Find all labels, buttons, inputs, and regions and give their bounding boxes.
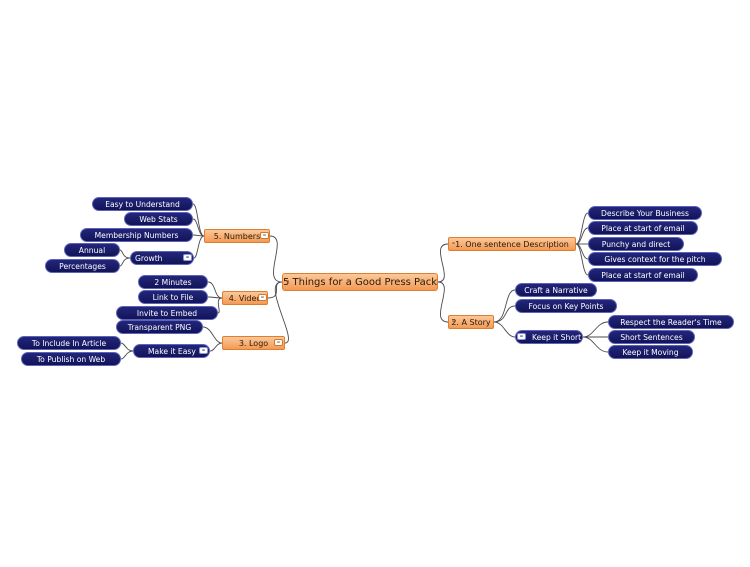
subtopic-label: Keep it Moving	[622, 347, 679, 357]
minus-icon: –	[285, 277, 290, 285]
collapse-toggle-keep-it-short[interactable]: –	[517, 333, 526, 340]
central-topic[interactable]: 5 Things for a Good Press Pack	[282, 273, 438, 291]
subtopic-label: Percentages	[59, 261, 106, 271]
subtopic-label: Place at start of email	[601, 223, 685, 233]
minus-icon: –	[201, 346, 206, 354]
subtopic-place-at-start-of-email-1[interactable]: Place at start of email	[588, 221, 698, 235]
collapse-toggle-central[interactable]: –	[284, 278, 291, 285]
subtopic-keep-it-short[interactable]: Keep it Short	[515, 330, 583, 344]
collapse-toggle-logo[interactable]: –	[274, 339, 283, 346]
subtopic-craft-a-narrative[interactable]: Craft a Narrative	[515, 283, 597, 297]
minus-icon: –	[451, 239, 456, 247]
subtopic-label: To Publish on Web	[36, 354, 106, 364]
subtopic-label: Short Sentences	[620, 332, 683, 342]
subtopic-label: Membership Numbers	[94, 230, 179, 240]
topic-description-label: 1. One sentence Description	[455, 239, 569, 249]
subtopic-label: Place at start of email	[601, 270, 685, 280]
topic-numbers[interactable]: 5. Numbers	[204, 229, 270, 243]
minus-icon: –	[276, 338, 281, 346]
topic-logo[interactable]: 3. Logo	[222, 336, 285, 350]
subtopic-label: Easy to Understand	[105, 199, 180, 209]
minus-icon: –	[519, 332, 524, 340]
subtopic-label: Invite to Embed	[136, 308, 198, 318]
subtopic-label: Growth	[135, 253, 163, 263]
subtopic-transparent-png[interactable]: Transparent PNG	[116, 320, 203, 334]
topic-description[interactable]: 1. One sentence Description	[448, 237, 576, 251]
collapse-toggle-description[interactable]: –	[450, 240, 457, 247]
topic-video[interactable]: 4. Video	[222, 291, 268, 305]
subtopic-label: To Include In Article	[31, 338, 107, 348]
topic-story[interactable]: 2. A Story	[448, 315, 494, 329]
subtopic-label: Annual	[78, 245, 106, 255]
subtopic-growth[interactable]: Growth	[130, 251, 194, 265]
subtopic-web-stats[interactable]: Web Stats	[124, 212, 193, 226]
subtopic-percentages[interactable]: Percentages	[45, 259, 120, 273]
topic-video-label: 4. Video	[228, 293, 262, 303]
subtopic-keep-it-moving[interactable]: Keep it Moving	[608, 345, 693, 359]
collapse-toggle-video[interactable]: –	[258, 294, 267, 301]
subtopic-to-publish-on-web[interactable]: To Publish on Web	[21, 352, 121, 366]
subtopic-label: Describe Your Business	[601, 208, 689, 218]
link-central-story	[437, 281, 449, 323]
subtopic-label: Respect the Reader's Time	[620, 317, 722, 327]
subtopic-place-at-start-of-email-2[interactable]: Place at start of email	[588, 268, 698, 282]
subtopic-gives-context[interactable]: Gives context for the pitch	[588, 252, 722, 266]
topic-story-label: 2. A Story	[451, 317, 491, 327]
collapse-toggle-story[interactable]: –	[450, 318, 457, 325]
subtopic-respect-readers-time[interactable]: Respect the Reader's Time	[608, 315, 734, 329]
subtopic-label: Focus on Key Points	[528, 301, 604, 311]
subtopic-label: Gives context for the pitch	[604, 254, 706, 264]
subtopic-label: Web Stats	[139, 214, 178, 224]
subtopic-label: Punchy and direct	[601, 239, 671, 249]
subtopic-link-to-file[interactable]: Link to File	[138, 290, 208, 304]
minus-icon: –	[451, 317, 456, 325]
collapse-toggle-make-it-easy[interactable]: –	[199, 347, 208, 354]
subtopic-label: Link to File	[152, 292, 194, 302]
link-central-logo	[274, 281, 289, 344]
central-topic-label: 5 Things for a Good Press Pack	[282, 276, 438, 288]
subtopic-describe-your-business[interactable]: Describe Your Business	[588, 206, 702, 220]
subtopic-annual[interactable]: Annual	[64, 243, 120, 257]
subtopic-punchy-and-direct[interactable]: Punchy and direct	[588, 237, 684, 251]
collapse-toggle-numbers[interactable]: –	[260, 232, 269, 239]
subtopic-label: Keep it Short	[532, 332, 582, 342]
subtopic-label: Make it Easy	[148, 346, 196, 356]
subtopic-focus-on-key-points[interactable]: Focus on Key Points	[515, 299, 617, 313]
subtopic-invite-to-embed[interactable]: Invite to Embed	[116, 306, 218, 320]
minus-icon: –	[262, 231, 267, 239]
subtopic-short-sentences[interactable]: Short Sentences	[608, 330, 695, 344]
link-central-numbers	[269, 235, 283, 283]
minus-icon: –	[260, 293, 265, 301]
subtopic-label: 2 Minutes	[154, 277, 192, 287]
minus-icon: –	[185, 253, 190, 261]
subtopic-2-minutes[interactable]: 2 Minutes	[138, 275, 208, 289]
subtopic-label: Craft a Narrative	[524, 285, 588, 295]
subtopic-make-it-easy[interactable]: Make it Easy	[133, 344, 210, 358]
subtopic-membership-numbers[interactable]: Membership Numbers	[80, 228, 193, 242]
subtopic-to-include-in-article[interactable]: To Include In Article	[17, 336, 121, 350]
topic-numbers-label: 5. Numbers	[213, 231, 261, 241]
topic-logo-label: 3. Logo	[238, 338, 269, 348]
subtopic-label: Transparent PNG	[127, 322, 192, 332]
subtopic-easy-to-understand[interactable]: Easy to Understand	[92, 197, 193, 211]
collapse-toggle-growth[interactable]: –	[183, 254, 192, 261]
link-central-description	[437, 243, 449, 283]
